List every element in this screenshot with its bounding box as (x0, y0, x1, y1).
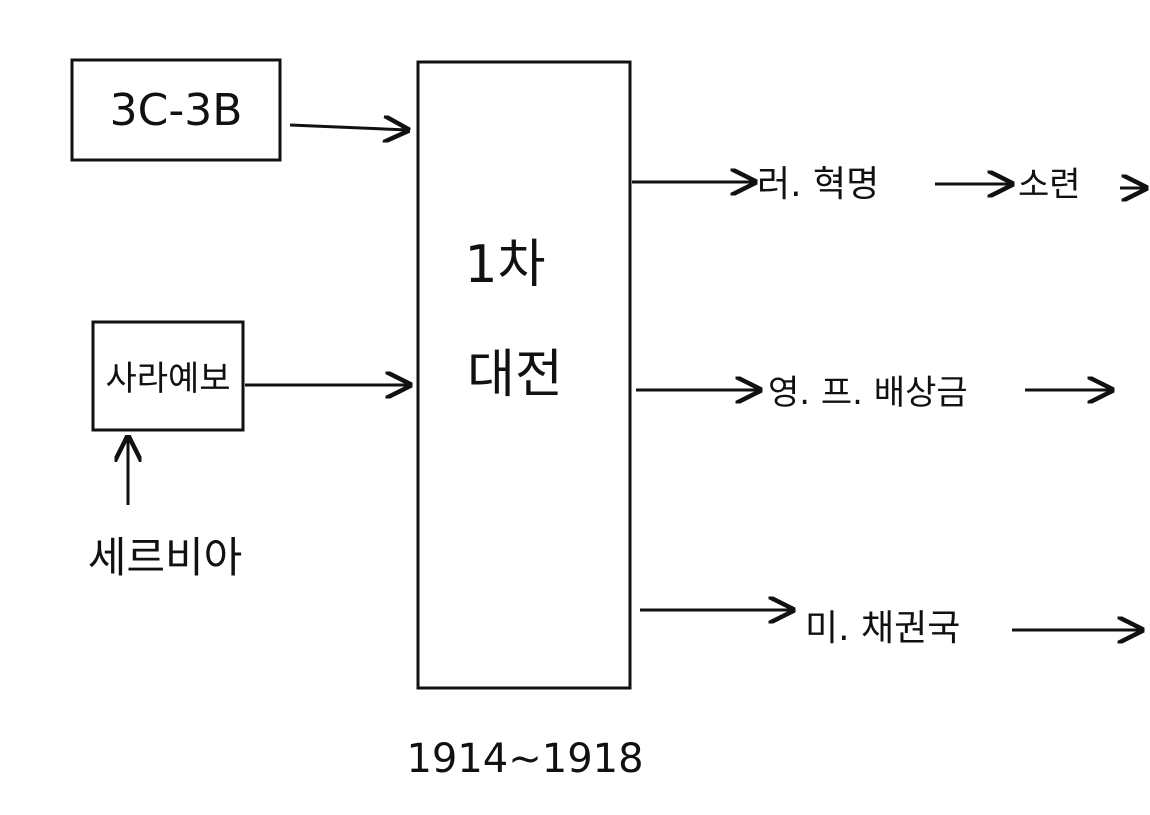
outcome1-next-label: 소련 (1018, 165, 1081, 205)
cause2-box (91, 320, 245, 432)
cause1-label: 3C-3B (110, 85, 243, 136)
outcome2-label: 영. 프. 배상금 (768, 373, 968, 413)
center-label-line1: 1차 (465, 235, 546, 295)
cause1-box (70, 58, 282, 162)
outcome1-label: 러. 혁명 (757, 164, 879, 205)
cause2-origin-label: 세르비아 (88, 533, 243, 582)
center-label-line2: 대전 (467, 345, 563, 405)
cause2-label: 사라예보 (105, 359, 230, 399)
outcome3-label: 미. 채권국 (805, 608, 960, 649)
cause1-arrow (289, 125, 408, 130)
center-box (416, 60, 632, 690)
years-label: 1914~1918 (406, 736, 643, 782)
